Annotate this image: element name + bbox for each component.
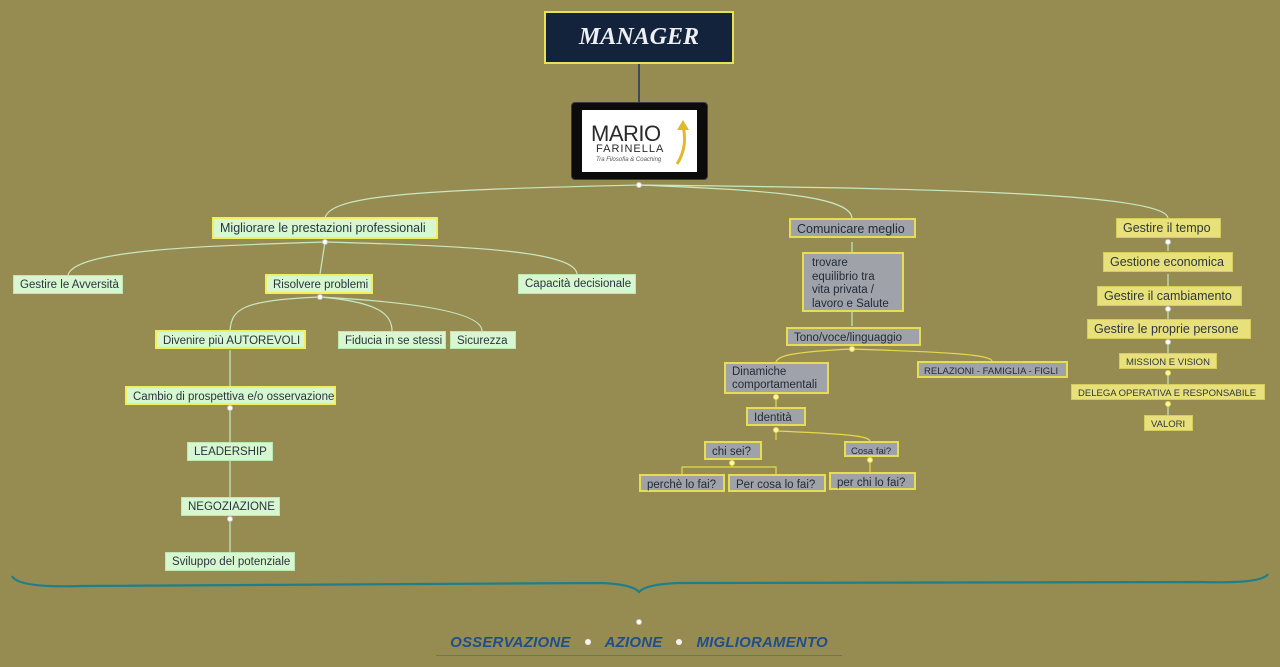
node-perche[interactable]: perchè lo fai?: [639, 474, 725, 492]
footer-word-azione: AZIONE: [604, 634, 663, 651]
node-expand-dot[interactable]: [1165, 339, 1171, 345]
node-expand-dot[interactable]: [729, 460, 735, 466]
node-divenire-autorevoli[interactable]: Divenire più AUTOREVOLI: [155, 330, 306, 349]
node-cosa-fai[interactable]: Cosa fai?: [844, 441, 899, 457]
logo-expand-dot[interactable]: [636, 182, 642, 188]
node-expand-dot[interactable]: [227, 405, 233, 411]
separator-dot-icon: [584, 639, 591, 646]
node-expand-dot[interactable]: [227, 516, 233, 522]
title-text: MANAGER: [578, 24, 700, 50]
node-gestire-persone[interactable]: Gestire le proprie persone: [1087, 319, 1251, 339]
node-expand-dot[interactable]: [1165, 370, 1171, 376]
logo-frame: MARIO FARINELLA Tra Filosofia & Coaching: [571, 102, 708, 180]
node-negoziazione[interactable]: NEGOZIAZIONE: [181, 497, 280, 516]
node-tono-voce[interactable]: Tono/voce/linguaggio: [786, 327, 921, 346]
separator-dot-icon: [676, 639, 683, 646]
node-fiducia[interactable]: Fiducia in se stessi: [338, 331, 446, 349]
logo-name: MARIO: [591, 121, 661, 146]
node-delega[interactable]: DELEGA OPERATIVA E RESPONSABILE: [1071, 384, 1265, 400]
node-gestire-tempo[interactable]: Gestire il tempo: [1116, 218, 1221, 238]
node-expand-dot[interactable]: [1165, 239, 1171, 245]
node-expand-dot[interactable]: [1165, 401, 1171, 407]
node-expand-dot[interactable]: [867, 457, 873, 463]
footer-underline: [436, 655, 842, 656]
node-cambio-prospettiva[interactable]: Cambio di prospettiva e/o osservazione: [125, 386, 336, 405]
node-gestione-economica[interactable]: Gestione economica: [1103, 252, 1233, 272]
node-expand-dot[interactable]: [773, 427, 779, 433]
node-sicurezza[interactable]: Sicurezza: [450, 331, 516, 349]
node-gestire-cambiamento[interactable]: Gestire il cambiamento: [1097, 286, 1242, 306]
node-leadership[interactable]: LEADERSHIP: [187, 442, 273, 461]
node-expand-dot[interactable]: [849, 346, 855, 352]
node-comunicare-meglio[interactable]: Comunicare meglio: [789, 218, 916, 238]
node-risolvere-problemi[interactable]: Risolvere problemi: [265, 274, 373, 294]
footer-motto: OSSERVAZIONE AZIONE MIGLIORAMENTO: [436, 634, 842, 651]
node-valori[interactable]: VALORI: [1144, 415, 1193, 431]
node-expand-dot[interactable]: [322, 239, 328, 245]
logo-tagline: Tra Filosofia & Coaching: [596, 157, 662, 163]
footer-word-osservazione: OSSERVAZIONE: [450, 634, 571, 651]
node-dinamiche[interactable]: Dinamiche comportamentali: [724, 362, 829, 394]
footer-word-miglioramento: MIGLIORAMENTO: [696, 634, 828, 651]
node-identita[interactable]: Identità: [746, 407, 806, 426]
node-trovare-equilibrio[interactable]: trovare equilibrio tra vita privata / la…: [802, 252, 904, 312]
upward-arrow-icon: [675, 120, 689, 165]
node-per-chi[interactable]: per chi lo fai?: [829, 472, 916, 490]
node-gestire-avversita[interactable]: Gestire le Avversità: [13, 275, 123, 294]
logo: MARIO FARINELLA Tra Filosofia & Coaching: [582, 110, 697, 172]
node-chi-sei[interactable]: chi sei?: [704, 441, 762, 460]
node-expand-dot[interactable]: [1165, 306, 1171, 312]
node-relazioni[interactable]: RELAZIONI - FAMIGLIA - FIGLI: [917, 361, 1068, 378]
logo-surname: FARINELLA: [596, 143, 665, 155]
node-expand-dot[interactable]: [317, 294, 323, 300]
node-per-cosa[interactable]: Per cosa lo fai?: [728, 474, 826, 492]
title-box[interactable]: MANAGER: [544, 11, 734, 64]
node-mission-vision[interactable]: MISSION E VISION: [1119, 353, 1217, 369]
node-capacita-decisionale[interactable]: Capacità decisionale: [518, 274, 636, 294]
brace-dot: [636, 619, 642, 625]
node-sviluppo-potenziale[interactable]: Sviluppo del potenziale: [165, 552, 295, 571]
node-migliorare-prestazioni[interactable]: Migliorare le prestazioni professionali: [212, 217, 438, 239]
brace-line: [11, 573, 1269, 594]
node-expand-dot[interactable]: [773, 394, 779, 400]
